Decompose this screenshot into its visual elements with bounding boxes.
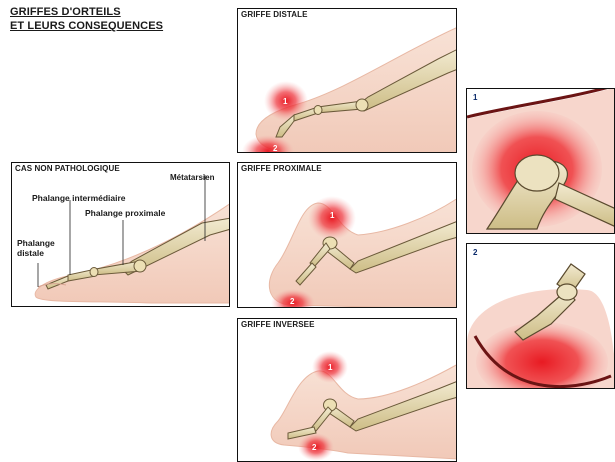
panel-normal-title: CAS NON PATHOLOGIQUE <box>15 164 120 173</box>
inversee-marker-2: 2 <box>312 443 316 452</box>
proximale-marker-1: 1 <box>330 211 334 220</box>
label-phalange-proximale: Phalange proximale <box>85 208 165 218</box>
normal-toe-illustration <box>12 163 230 307</box>
panel-inversee-title: GRIFFE INVERSEE <box>241 320 315 329</box>
panel-inversee: GRIFFE INVERSEE 1 2 <box>237 318 457 462</box>
label-phalange-distale: Phalange distale <box>17 238 55 258</box>
zoom-panel-1: 1 <box>466 88 615 234</box>
label-phalange-intermediaire: Phalange intermédiaire <box>32 193 126 203</box>
proximale-toe-illustration <box>238 163 457 308</box>
proximale-marker-2: 2 <box>290 297 294 306</box>
distale-marker-2: 2 <box>273 144 277 153</box>
zoom-panel-2: 2 <box>466 243 615 389</box>
zoom1-number: 1 <box>473 93 477 102</box>
panel-distale-title: GRIFFE DISTALE <box>241 10 308 19</box>
distale-toe-illustration <box>238 9 457 153</box>
main-title-line2: ET LEURS CONSEQUENCES <box>10 19 163 33</box>
panel-proximale: GRIFFE PROXIMALE 1 2 <box>237 162 457 308</box>
distale-marker-1: 1 <box>283 97 287 106</box>
label-metatarsien: Métatarsien <box>170 173 214 183</box>
panel-distale: GRIFFE DISTALE 1 2 <box>237 8 457 153</box>
zoom2-number: 2 <box>473 248 477 257</box>
zoom1-illustration <box>467 89 615 234</box>
main-title: GRIFFES D'ORTEILS ET LEURS CONSEQUENCES <box>10 5 163 33</box>
inversee-toe-illustration <box>238 319 457 462</box>
zoom2-illustration <box>467 244 615 389</box>
panel-proximale-title: GRIFFE PROXIMALE <box>241 164 322 173</box>
panel-normal: CAS NON PATHOLOGIQUE Métatarsien Phalang… <box>11 162 230 307</box>
inversee-marker-1: 1 <box>328 363 332 372</box>
main-title-line1: GRIFFES D'ORTEILS <box>10 5 163 19</box>
